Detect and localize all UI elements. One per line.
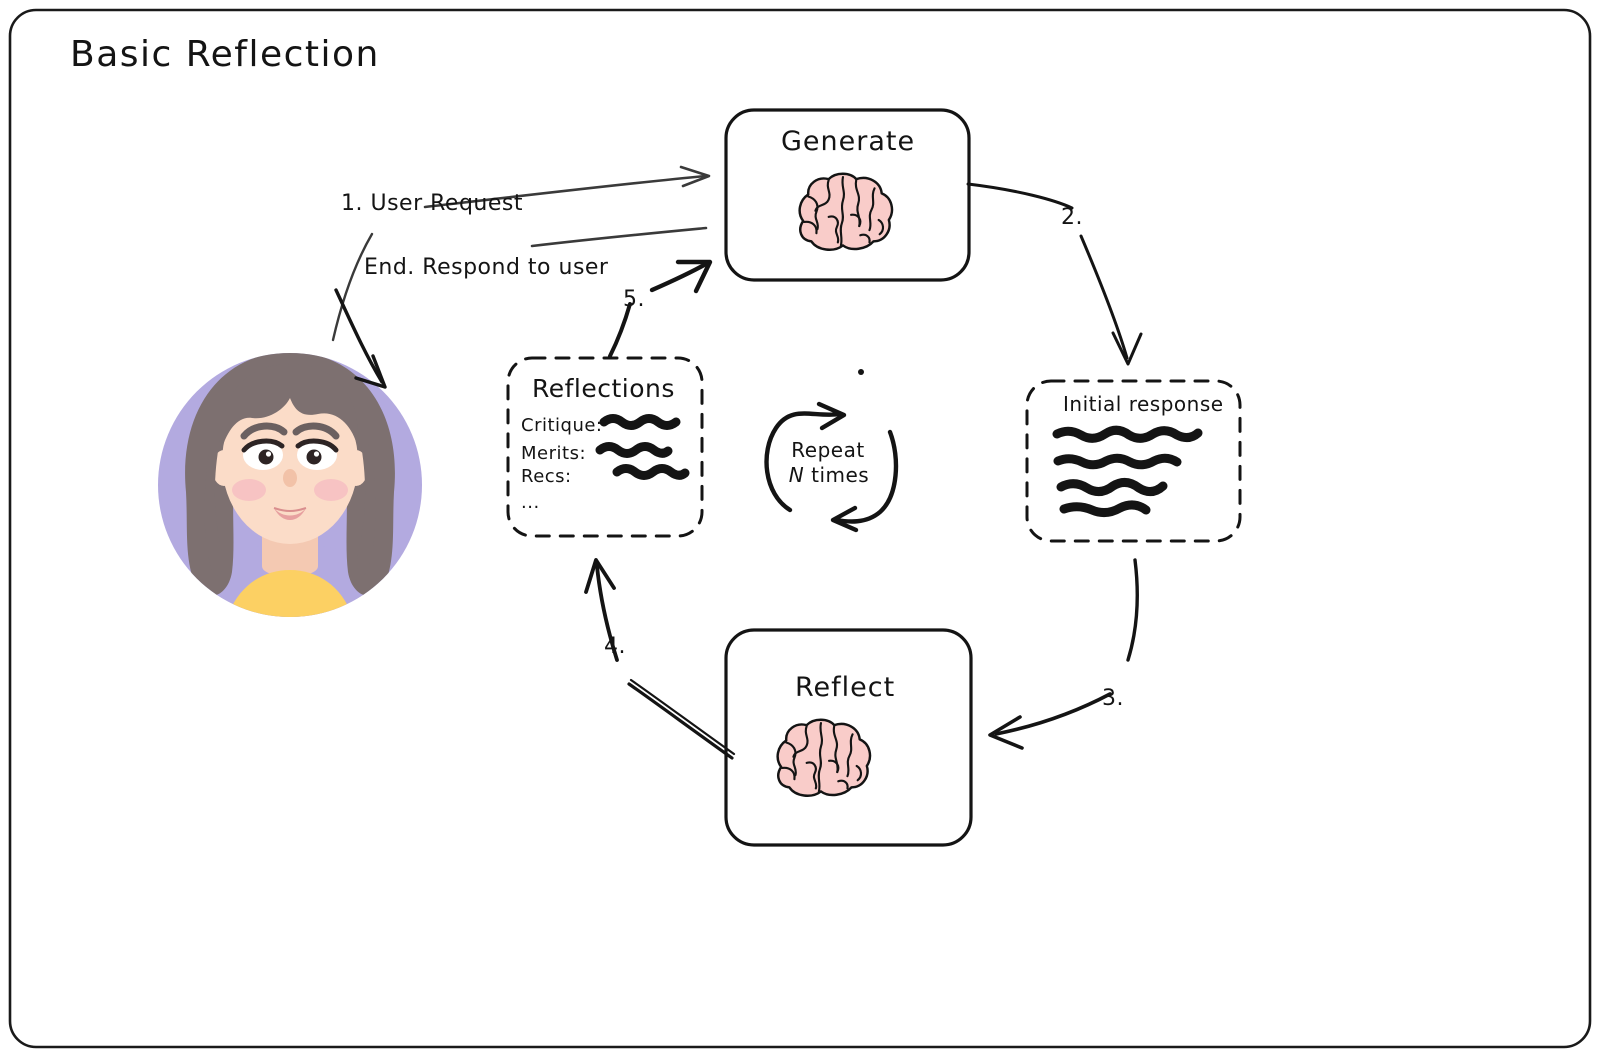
- edge-initial-response-to-reflect: [988, 558, 1139, 750]
- repeat-loop-times: times: [804, 463, 870, 487]
- node-reflect[interactable]: [724, 628, 973, 847]
- reflections-item-recs: Recs:: [521, 466, 572, 487]
- node-reflect-label: Reflect: [795, 672, 896, 703]
- node-generate-label: Generate: [781, 126, 916, 157]
- repeat-loop-icon: [764, 369, 899, 533]
- avatar: [158, 353, 422, 617]
- repeat-loop-n: N: [788, 463, 805, 487]
- repeat-loop-line2: N times: [784, 463, 874, 487]
- edge-generate-to-user: [331, 226, 708, 389]
- edge-label-step-2: 2.: [1061, 205, 1083, 230]
- reflections-item-ellipsis: ...: [521, 492, 540, 513]
- edge-generate-to-initial-response: [966, 182, 1143, 366]
- repeat-loop-line1: Repeat: [791, 438, 865, 462]
- reflections-item-critique: Critique:: [521, 415, 603, 436]
- edge-label-step-4: 4.: [604, 634, 626, 659]
- diagram-frame: [8, 8, 1592, 1049]
- page-title: Basic Reflection: [70, 34, 380, 75]
- node-reflections[interactable]: [506, 356, 704, 538]
- node-initial-response[interactable]: [1025, 379, 1242, 543]
- edge-user-to-generate: [423, 165, 711, 209]
- edge-label-step-3: 3.: [1102, 686, 1124, 711]
- edge-label-user-request: 1. User Request: [341, 191, 523, 216]
- node-generate[interactable]: [724, 108, 971, 282]
- node-reflections-label: Reflections: [532, 374, 675, 403]
- edge-label-respond-to-user: End. Respond to user: [364, 255, 609, 280]
- node-initial-response-label: Initial response: [1063, 392, 1224, 416]
- edge-label-step-5: 5.: [623, 287, 645, 312]
- edge-reflect-to-reflections: [584, 558, 736, 760]
- edge-reflections-to-generate: [608, 259, 713, 358]
- reflections-item-merits: Merits:: [521, 443, 587, 464]
